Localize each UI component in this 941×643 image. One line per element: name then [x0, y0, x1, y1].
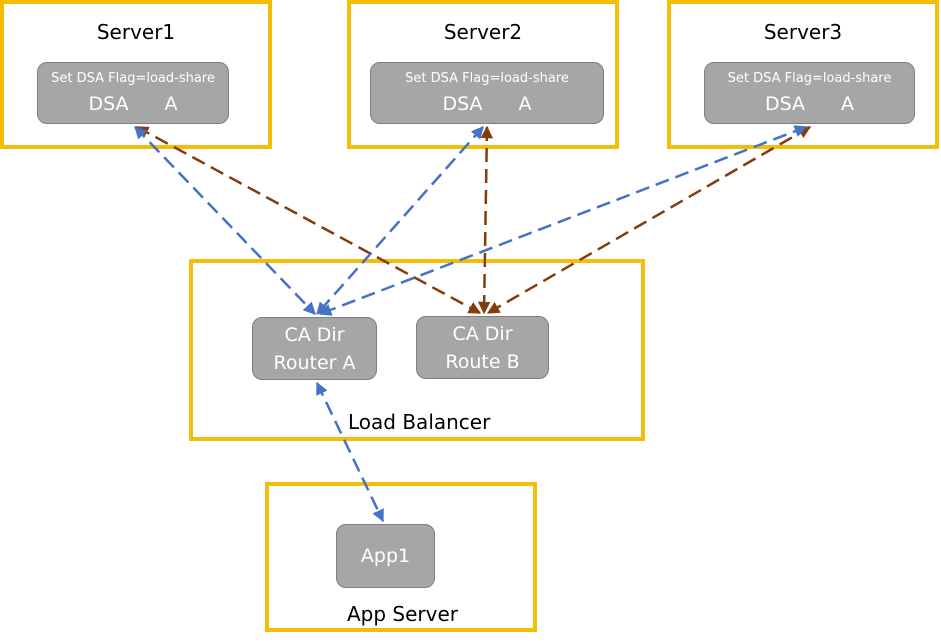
- server1-dsa-node[interactable]: Set DSA Flag=load-share DSA A: [37, 62, 229, 124]
- app-server-frame: [265, 482, 537, 632]
- app-server-label: App Server: [347, 602, 459, 626]
- server1-dsa-flag: Set DSA Flag=load-share: [51, 71, 215, 86]
- server2-dsa-flag: Set DSA Flag=load-share: [405, 71, 569, 86]
- server3-dsa-row: DSA A: [705, 93, 914, 115]
- router-a-node[interactable]: CA Dir Router A: [252, 317, 377, 380]
- server1-title: Server1: [96, 20, 176, 44]
- router-a-text: CA Dir Router A: [253, 321, 376, 377]
- server3-dsa-node[interactable]: Set DSA Flag=load-share DSA A: [704, 62, 915, 124]
- router-a-line1: CA Dir: [284, 324, 345, 346]
- router-a-line2: Router A: [273, 352, 356, 374]
- server2-dsa-node[interactable]: Set DSA Flag=load-share DSA A: [370, 62, 604, 124]
- server3-dsa-flag: Set DSA Flag=load-share: [727, 71, 892, 86]
- router-b-node[interactable]: CA Dir Route B: [416, 316, 549, 379]
- router-b-text: CA Dir Route B: [417, 320, 548, 376]
- router-b-line1: CA Dir: [452, 323, 513, 345]
- server1-dsa-row: DSA A: [38, 93, 228, 115]
- server2-dsa-row: DSA A: [371, 93, 603, 115]
- router-b-line2: Route B: [445, 351, 520, 373]
- server2-title: Server2: [443, 20, 523, 44]
- server2-dsa-letter: A: [518, 93, 532, 115]
- app1-node[interactable]: App1: [336, 524, 435, 588]
- app1-label: App1: [360, 545, 411, 567]
- server3-dsa-label: DSA: [764, 93, 806, 115]
- server2-dsa-label: DSA: [442, 93, 483, 115]
- server1-dsa-letter: A: [164, 93, 178, 115]
- server3-title: Server3: [763, 20, 843, 44]
- server3-dsa-letter: A: [841, 93, 855, 115]
- server1-dsa-label: DSA: [88, 93, 129, 115]
- load-balancer-label: Load Balancer: [348, 410, 491, 434]
